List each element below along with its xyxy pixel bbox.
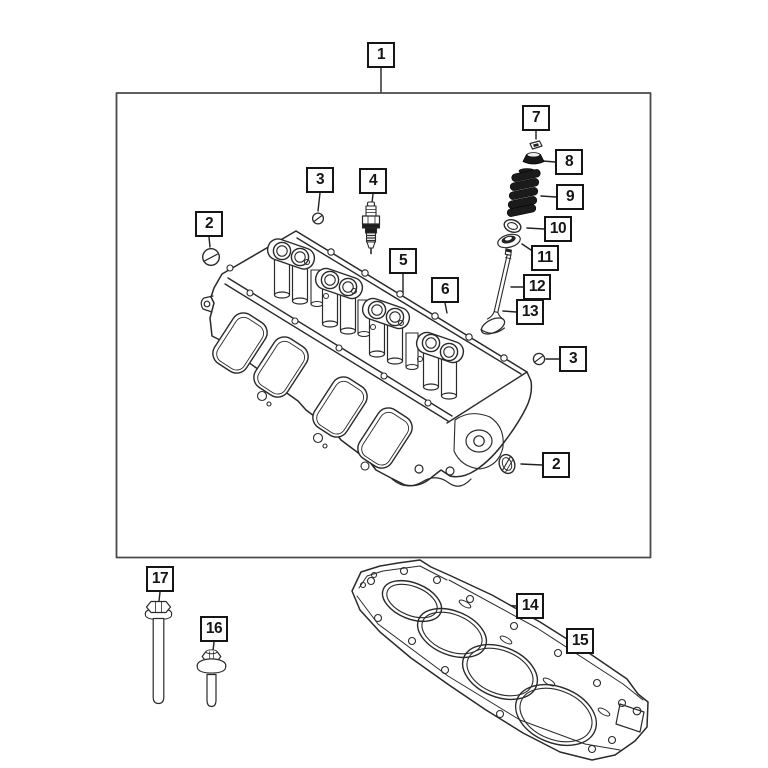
leader-line-6 xyxy=(444,302,448,314)
rail-line-lower-inner xyxy=(224,283,449,422)
callout-10-label: 10 xyxy=(549,220,567,238)
deck-bosses xyxy=(256,390,370,471)
cylinder-head-drawing xyxy=(200,230,533,487)
leader-line-10 xyxy=(526,227,545,230)
callout-17[interactable]: 17 xyxy=(146,566,174,592)
gasket-slots xyxy=(458,599,611,717)
callout-5[interactable]: 5 xyxy=(389,248,417,274)
callout-15-label: 15 xyxy=(571,632,589,650)
valve-spring-drawing xyxy=(506,168,541,217)
callout-17-label: 17 xyxy=(151,570,169,588)
callout-11[interactable]: 11 xyxy=(531,245,559,271)
spark-plug-drawing xyxy=(361,201,381,255)
callout-16-label: 16 xyxy=(205,620,223,638)
callout-2-left[interactable]: 2 xyxy=(195,211,223,237)
rail-bolt-holes xyxy=(226,248,508,407)
callout-4[interactable]: 4 xyxy=(359,168,387,194)
callout-6-label: 6 xyxy=(440,281,450,299)
callout-1-label: 1 xyxy=(376,46,386,64)
intake-port-plates xyxy=(266,238,465,364)
callout-6[interactable]: 6 xyxy=(431,277,459,303)
deck-port-windows xyxy=(212,312,413,469)
enclosure-border xyxy=(115,92,652,559)
valve-stem-seal-drawing xyxy=(497,233,521,249)
leader-line-9 xyxy=(540,195,557,198)
callout-4-label: 4 xyxy=(368,172,378,190)
callout-3-left-label: 3 xyxy=(315,171,325,189)
callout-3-left[interactable]: 3 xyxy=(306,167,334,193)
cup-plug-right-drawing xyxy=(498,453,516,475)
cup-plug-left-drawing xyxy=(201,247,220,266)
head-end-boss xyxy=(391,413,504,487)
callout-10[interactable]: 10 xyxy=(544,216,572,242)
valley-details xyxy=(304,259,423,362)
rail-end-edge xyxy=(446,371,528,424)
callout-7[interactable]: 7 xyxy=(522,105,550,131)
valve-drawing xyxy=(480,248,512,335)
callout-7-label: 7 xyxy=(531,109,541,127)
leader-line-11 xyxy=(521,243,532,251)
valve-train-drawing xyxy=(480,140,545,335)
gasket-outline xyxy=(351,559,649,761)
callout-8[interactable]: 8 xyxy=(555,149,583,175)
plug-drawings xyxy=(201,212,546,475)
head-gasket-drawing xyxy=(351,559,649,761)
head-bolt-long-drawing xyxy=(144,600,173,705)
rail-line-top-inner xyxy=(296,237,522,375)
leader-line-17 xyxy=(158,591,161,602)
intake-tower-cylinders xyxy=(273,254,458,400)
callout-14-label: 14 xyxy=(521,597,539,615)
callout-3-right-label: 3 xyxy=(568,350,578,368)
gasket-bolt-holes xyxy=(359,566,642,754)
callout-13-label: 13 xyxy=(521,303,539,321)
callout-9[interactable]: 9 xyxy=(556,184,584,210)
callout-9-label: 9 xyxy=(565,188,575,206)
small-plug-right-drawing xyxy=(532,352,546,366)
spring-seat-drawing xyxy=(503,219,522,233)
head-left-ear xyxy=(200,295,214,313)
leader-line-8 xyxy=(542,160,556,163)
callout-13[interactable]: 13 xyxy=(516,299,544,325)
head-bolt-short-drawing xyxy=(196,649,227,708)
leader-line-3-left xyxy=(317,192,321,212)
small-plug-left-drawing xyxy=(311,212,325,225)
gasket-bores xyxy=(381,579,598,747)
callout-2-right[interactable]: 2 xyxy=(542,452,570,478)
leader-line-2-right xyxy=(520,463,543,466)
gasket-end-tab xyxy=(615,703,645,733)
callout-2-left-label: 2 xyxy=(204,215,214,233)
leader-line-13 xyxy=(502,310,517,313)
callout-12[interactable]: 12 xyxy=(523,274,551,300)
callout-14[interactable]: 14 xyxy=(516,593,544,619)
callout-12-label: 12 xyxy=(528,278,546,296)
callout-16[interactable]: 16 xyxy=(200,616,228,642)
callout-11-label: 11 xyxy=(537,249,553,267)
callout-1[interactable]: 1 xyxy=(367,42,395,68)
valve-keeper-drawing xyxy=(529,140,543,150)
callout-8-label: 8 xyxy=(564,153,574,171)
callout-3-right[interactable]: 3 xyxy=(559,346,587,372)
callout-15[interactable]: 15 xyxy=(566,628,594,654)
spring-retainer-drawing xyxy=(522,152,545,165)
leader-line-2-left xyxy=(208,236,211,248)
callout-2-right-label: 2 xyxy=(551,456,561,474)
callout-5-label: 5 xyxy=(398,252,408,270)
